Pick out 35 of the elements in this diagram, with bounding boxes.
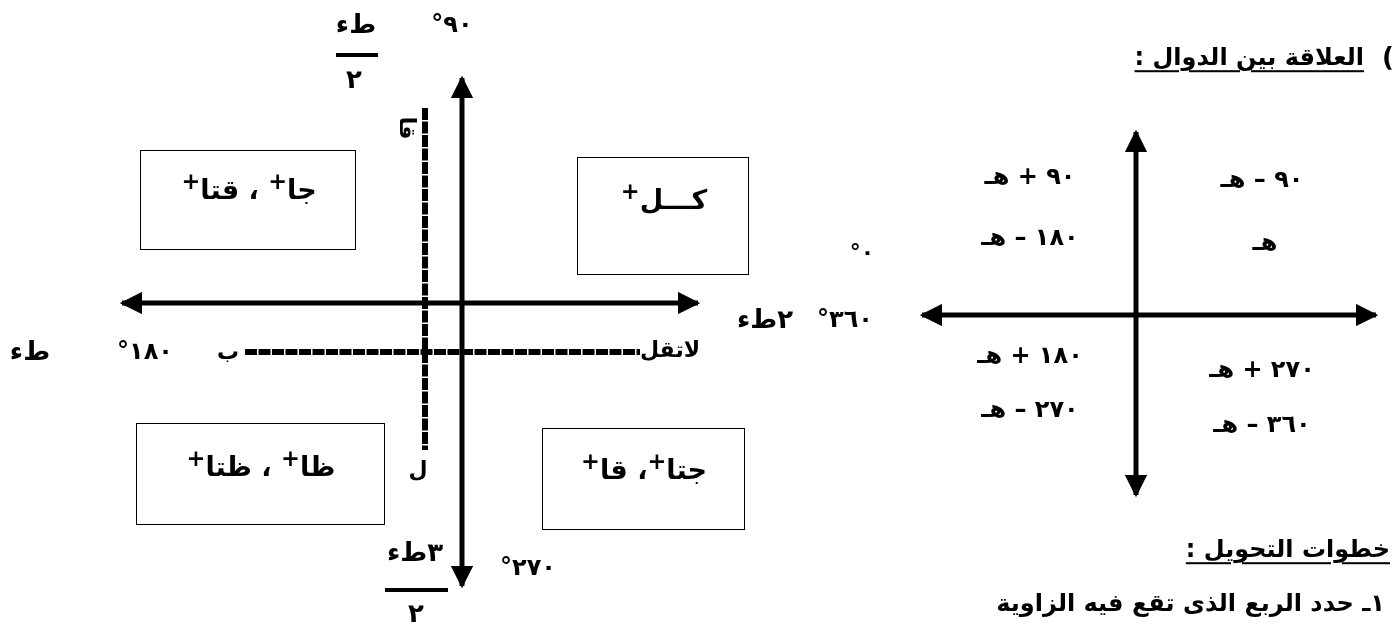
section-heading: العلاقة بين الدوال : — [1134, 44, 1364, 72]
function-signs: كـــل$^{+}$ — [620, 177, 708, 215]
quadrant-box — [542, 428, 745, 530]
axis-label: طء — [335, 10, 377, 40]
quadrant-formula: هـ — [1252, 229, 1278, 257]
axis-label: ١٨٠° — [117, 338, 173, 366]
overlapping-text: ب — [216, 339, 240, 365]
function-signs: ظا$^{+}$ ، ظتا$^{+}$ — [186, 444, 336, 482]
step-text: ١ـ حدد الربع الذى تقع فيه الزاوية — [996, 590, 1385, 618]
function-signs: جتا$^{+}$، قا$^{+}$ — [581, 447, 707, 485]
axis-label: ٢ — [408, 599, 424, 629]
quadrant-formula: ١٨٠ + هـ — [977, 342, 1083, 370]
quadrant-formula: ٩٠ – هـ — [1220, 166, 1304, 194]
quadrant-box — [140, 150, 356, 250]
axis-label: ٢ — [346, 65, 362, 95]
quadrant-formula: ٩٠ + هـ — [984, 163, 1076, 191]
quadrant-box — [136, 423, 385, 525]
axis-label: ٢طء — [736, 305, 794, 335]
quadrant-formula: ٢٧٠ – هـ — [981, 396, 1079, 424]
overlapping-text: لاتقل — [639, 337, 701, 363]
axis-label: ٢٧٠° — [500, 554, 556, 582]
quadrant-formula: ٢٧٠ + هـ — [1209, 356, 1315, 384]
overlapping-text: قا — [394, 116, 420, 140]
bracket-text: ) — [1382, 43, 1394, 73]
quadrant-box — [577, 157, 749, 275]
axis-label: ٣٦٠° — [817, 306, 873, 334]
overlapping-text: ل — [408, 457, 428, 483]
section-heading: خطوات التحويل : — [1185, 536, 1390, 564]
axis-label: ٠° — [849, 239, 875, 265]
quadrant-formula: ١٨٠ – هـ — [981, 224, 1079, 252]
axis-label: طء — [9, 337, 51, 367]
function-signs: جا$^{+}$ ، قتا$^{+}$ — [181, 167, 317, 205]
quadrant-formula: ٣٦٠ – هـ — [1213, 411, 1311, 439]
axis-label: ٩٠° — [431, 11, 473, 39]
axis-label: ٣طء — [386, 538, 444, 568]
